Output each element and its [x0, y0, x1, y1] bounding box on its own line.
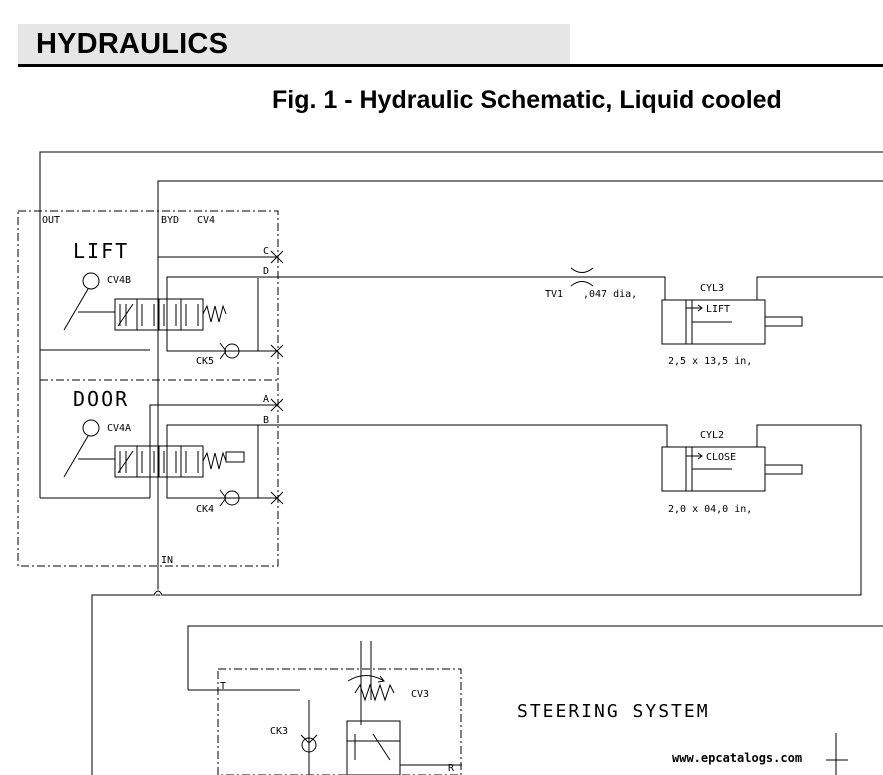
cyl2-name: CYL2: [700, 430, 724, 441]
label-byd: BYD: [161, 215, 179, 226]
door-port-crosses: [270, 398, 284, 505]
door-check-label: CK4: [196, 504, 214, 515]
port-b: B: [263, 415, 269, 426]
label-in: IN: [161, 555, 173, 566]
steering-return-line: [187, 625, 883, 690]
door-valve-spool: [114, 445, 245, 478]
cyl3-name: CYL3: [700, 283, 724, 294]
restrictor-name: TV1: [545, 289, 563, 300]
steering-t-label: T: [220, 681, 226, 692]
lift-valve-spool: [114, 298, 227, 331]
valve-block-enclosure: [17, 210, 279, 567]
lift-check-line: [166, 330, 278, 352]
lift-valve-label: CV4B: [107, 275, 131, 286]
port-c: C: [263, 246, 269, 257]
restrictor-size: ,047 dia,: [583, 289, 637, 300]
cyl3-dims: 2,5 x 13,5 in,: [668, 356, 752, 367]
header-rule: [18, 64, 883, 67]
section-title: HYDRAULICS: [36, 28, 229, 60]
steering-valve-label: CV3: [411, 689, 429, 700]
section-header-band: [18, 24, 570, 64]
steering-r-label: R: [448, 763, 455, 774]
cylinder-cyl2: [91, 424, 862, 775]
cyl2-action: CLOSE: [706, 452, 736, 463]
steering-valve-cv3: [346, 675, 462, 775]
lift-lever: [63, 272, 115, 331]
port-d: D: [263, 266, 269, 277]
restrictor-tv1: [570, 267, 594, 287]
lift-label: LIFT: [73, 239, 129, 263]
cylinder-cyl3: [661, 276, 883, 345]
door-check-valve-ck4: [219, 489, 240, 507]
door-a-line: [149, 404, 276, 498]
figure-title: Fig. 1 - Hydraulic Schematic, Liquid coo…: [272, 86, 782, 114]
steering-valve-enclosure: [217, 668, 462, 775]
main-supply-line: [157, 180, 883, 592]
cyl3-action: LIFT: [706, 304, 730, 315]
steering-right-line: [826, 733, 848, 775]
door-lever: [63, 419, 115, 478]
door-b-line: [166, 424, 668, 476]
lift-check-label: CK5: [196, 356, 214, 367]
steering-label: STEERING SYSTEM: [517, 701, 710, 722]
steering-check-valve-ck3: [300, 734, 318, 753]
lift-check-valve-ck5: [219, 342, 240, 360]
lift-port-crosses: [270, 250, 284, 358]
line-crossing-hops: [152, 589, 164, 596]
lift-d-line: [166, 276, 666, 330]
door-lever-knob: [82, 419, 100, 437]
watermark: www.epcatalogs.com: [672, 751, 803, 765]
label-out: OUT: [42, 215, 60, 226]
steering-check-label: CK3: [270, 726, 288, 737]
door-valve-label: CV4A: [107, 423, 131, 434]
port-a: A: [263, 394, 269, 405]
outer-return-line: [39, 151, 883, 498]
label-cv4: CV4: [197, 215, 215, 226]
lift-lever-knob: [82, 272, 100, 290]
steering-inner-line: [360, 641, 372, 725]
door-check-line: [166, 476, 278, 499]
door-label: DOOR: [73, 387, 129, 411]
cyl2-dims: 2,0 x 04,0 in,: [668, 504, 752, 515]
